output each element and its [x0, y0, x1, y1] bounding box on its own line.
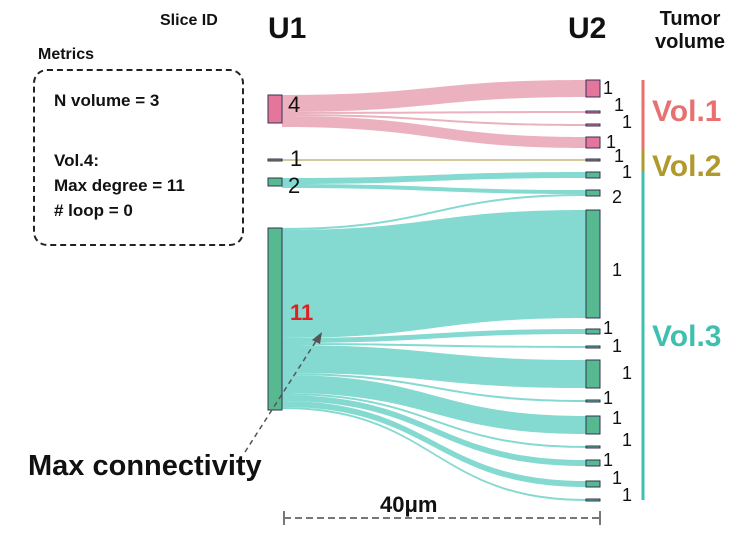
flow-link	[282, 401, 586, 487]
loop-count: # loop = 0	[54, 201, 133, 220]
volume-label: Vol.2	[652, 150, 722, 183]
max-degree: Max degree = 11	[54, 176, 185, 195]
u1-node	[267, 227, 283, 411]
u2-node-label: 1	[612, 408, 623, 428]
scale-bar-label: 40μm	[380, 492, 438, 517]
u2-node	[585, 79, 601, 98]
arrow-head-icon	[312, 332, 322, 344]
u2-node	[585, 171, 601, 179]
u2-node-label: 1	[622, 112, 633, 132]
u2-node	[585, 158, 601, 162]
flow-link	[282, 393, 586, 448]
flow-link	[282, 373, 586, 402]
flow-link	[282, 80, 586, 112]
u2-node	[585, 345, 601, 349]
u2-node	[585, 136, 601, 149]
u2-node	[585, 459, 601, 467]
u2-node-label: 1	[612, 260, 623, 280]
flow-link	[282, 159, 586, 161]
flow-link	[282, 407, 586, 501]
u1-node	[267, 177, 283, 187]
u1-node	[267, 94, 283, 124]
u2-node-label: 1	[622, 485, 633, 505]
u2-node-label: 1	[622, 430, 633, 450]
flow-link	[282, 343, 586, 348]
u2-header: U2	[568, 12, 607, 45]
u1-node	[267, 158, 283, 162]
u1-node-label: 2	[288, 173, 301, 198]
flow-link	[282, 184, 586, 194]
metrics-box: N volume = 3 Vol.4: Max degree = 11 # lo…	[33, 69, 244, 246]
u2-node	[585, 399, 601, 403]
flow-link	[282, 172, 586, 184]
u2-node	[585, 189, 601, 197]
u1-node-label: 11	[290, 300, 314, 325]
u2-node-label: 1	[606, 132, 617, 152]
flow-link	[282, 329, 586, 343]
u2-node-label: 1	[614, 95, 625, 115]
u2-node-label: 1	[603, 388, 614, 408]
vol-label: Vol.4:	[54, 151, 100, 170]
tumor-label-line2: volume	[654, 31, 726, 53]
flow-link	[282, 114, 586, 126]
n-volume: N volume = 3	[54, 91, 160, 110]
flow-link	[282, 395, 586, 466]
u2-node	[585, 359, 601, 389]
flow-link	[282, 194, 586, 230]
u1-node-label: 4	[288, 92, 301, 117]
u2-node	[585, 498, 601, 502]
max-connectivity-annotation: Max connectivity	[28, 450, 262, 482]
flow-link	[282, 111, 586, 114]
u2-node	[585, 209, 601, 319]
volume-label: Vol.1	[652, 95, 722, 128]
u1-node-label: 1	[290, 146, 303, 171]
u2-node-label: 1	[612, 468, 623, 488]
annotation-arrow	[244, 337, 319, 453]
u2-node-label: 1	[603, 318, 614, 338]
u2-node-label: 1	[603, 78, 614, 98]
u2-node	[585, 415, 601, 435]
u2-node	[585, 445, 601, 449]
u2-node-label: 1	[603, 450, 614, 470]
u2-node	[585, 110, 601, 114]
flow-link	[282, 210, 586, 338]
u2-node	[585, 328, 601, 335]
slice-id-label: Slice ID	[160, 12, 218, 29]
volume-label: Vol.3	[652, 320, 722, 353]
u2-node	[585, 123, 601, 127]
u2-node-label: 1	[622, 363, 633, 383]
flow-link	[282, 116, 586, 148]
u1-header: U1	[268, 12, 307, 45]
flow-link	[282, 375, 586, 434]
metrics-title: Metrics	[38, 46, 95, 63]
u2-node-label: 1	[612, 336, 623, 356]
u2-node-label: 1	[614, 146, 625, 166]
u2-node-label: 1	[622, 162, 633, 182]
u2-node-label: 2	[612, 187, 623, 207]
flow-link	[282, 345, 586, 388]
u2-node	[585, 480, 601, 488]
tumor-label-line1: Tumor	[659, 8, 721, 30]
tumor-volume-label: Tumor volume	[640, 8, 740, 54]
